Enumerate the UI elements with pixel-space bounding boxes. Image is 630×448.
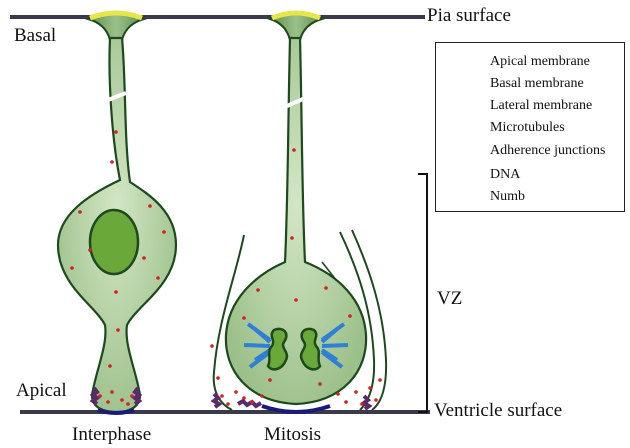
legend-item-adherence-junctions: Adherence junctions	[442, 141, 605, 161]
legend: Apical membrane Basal membrane Lateral m…	[435, 42, 625, 212]
mitosis-adherence-junction-mid	[238, 401, 261, 406]
interphase-adherence-junction-right	[135, 388, 139, 404]
basal-label: Basal	[14, 25, 56, 47]
vz-label: VZ	[437, 288, 462, 310]
mitosis-dna-left	[268, 329, 287, 369]
legend-item-numb: Numb	[442, 187, 525, 207]
interphase-cell	[58, 13, 176, 413]
legend-label: Apical membrane	[490, 54, 590, 70]
mitosis-label: Mitosis	[264, 424, 321, 446]
legend-item-basal-membrane: Basal membrane	[442, 74, 584, 94]
legend-item-apical-membrane: Apical membrane	[442, 52, 590, 72]
mitosis-dna-right	[301, 329, 320, 369]
mitosis-apical-membrane	[262, 406, 330, 412]
legend-label: Lateral membrane	[490, 98, 592, 114]
pia-surface-label: Pia surface	[427, 5, 511, 27]
legend-label: Basal membrane	[490, 76, 584, 92]
mitosis-cell	[214, 13, 386, 412]
interphase-nucleus	[90, 210, 138, 274]
legend-label: Adherence junctions	[490, 143, 605, 159]
vz-bracket	[418, 174, 427, 412]
legend-item-dna: DNA	[442, 165, 520, 185]
mitosis-adherence-junction-right	[364, 396, 369, 409]
legend-label: Microtubules	[490, 120, 565, 136]
legend-item-microtubules: Microtubules	[442, 118, 565, 138]
mitosis-adherence-junction-left	[214, 394, 219, 407]
interphase-adherence-junction-left	[93, 388, 97, 404]
mitosis-cell-body	[226, 38, 366, 404]
legend-item-lateral-membrane: Lateral membrane	[442, 96, 592, 116]
apical-label: Apical	[16, 380, 67, 402]
legend-label: Numb	[490, 189, 525, 205]
legend-label: DNA	[490, 167, 520, 183]
ventricle-surface-label: Ventricle surface	[434, 400, 562, 422]
interphase-label: Interphase	[72, 424, 151, 446]
